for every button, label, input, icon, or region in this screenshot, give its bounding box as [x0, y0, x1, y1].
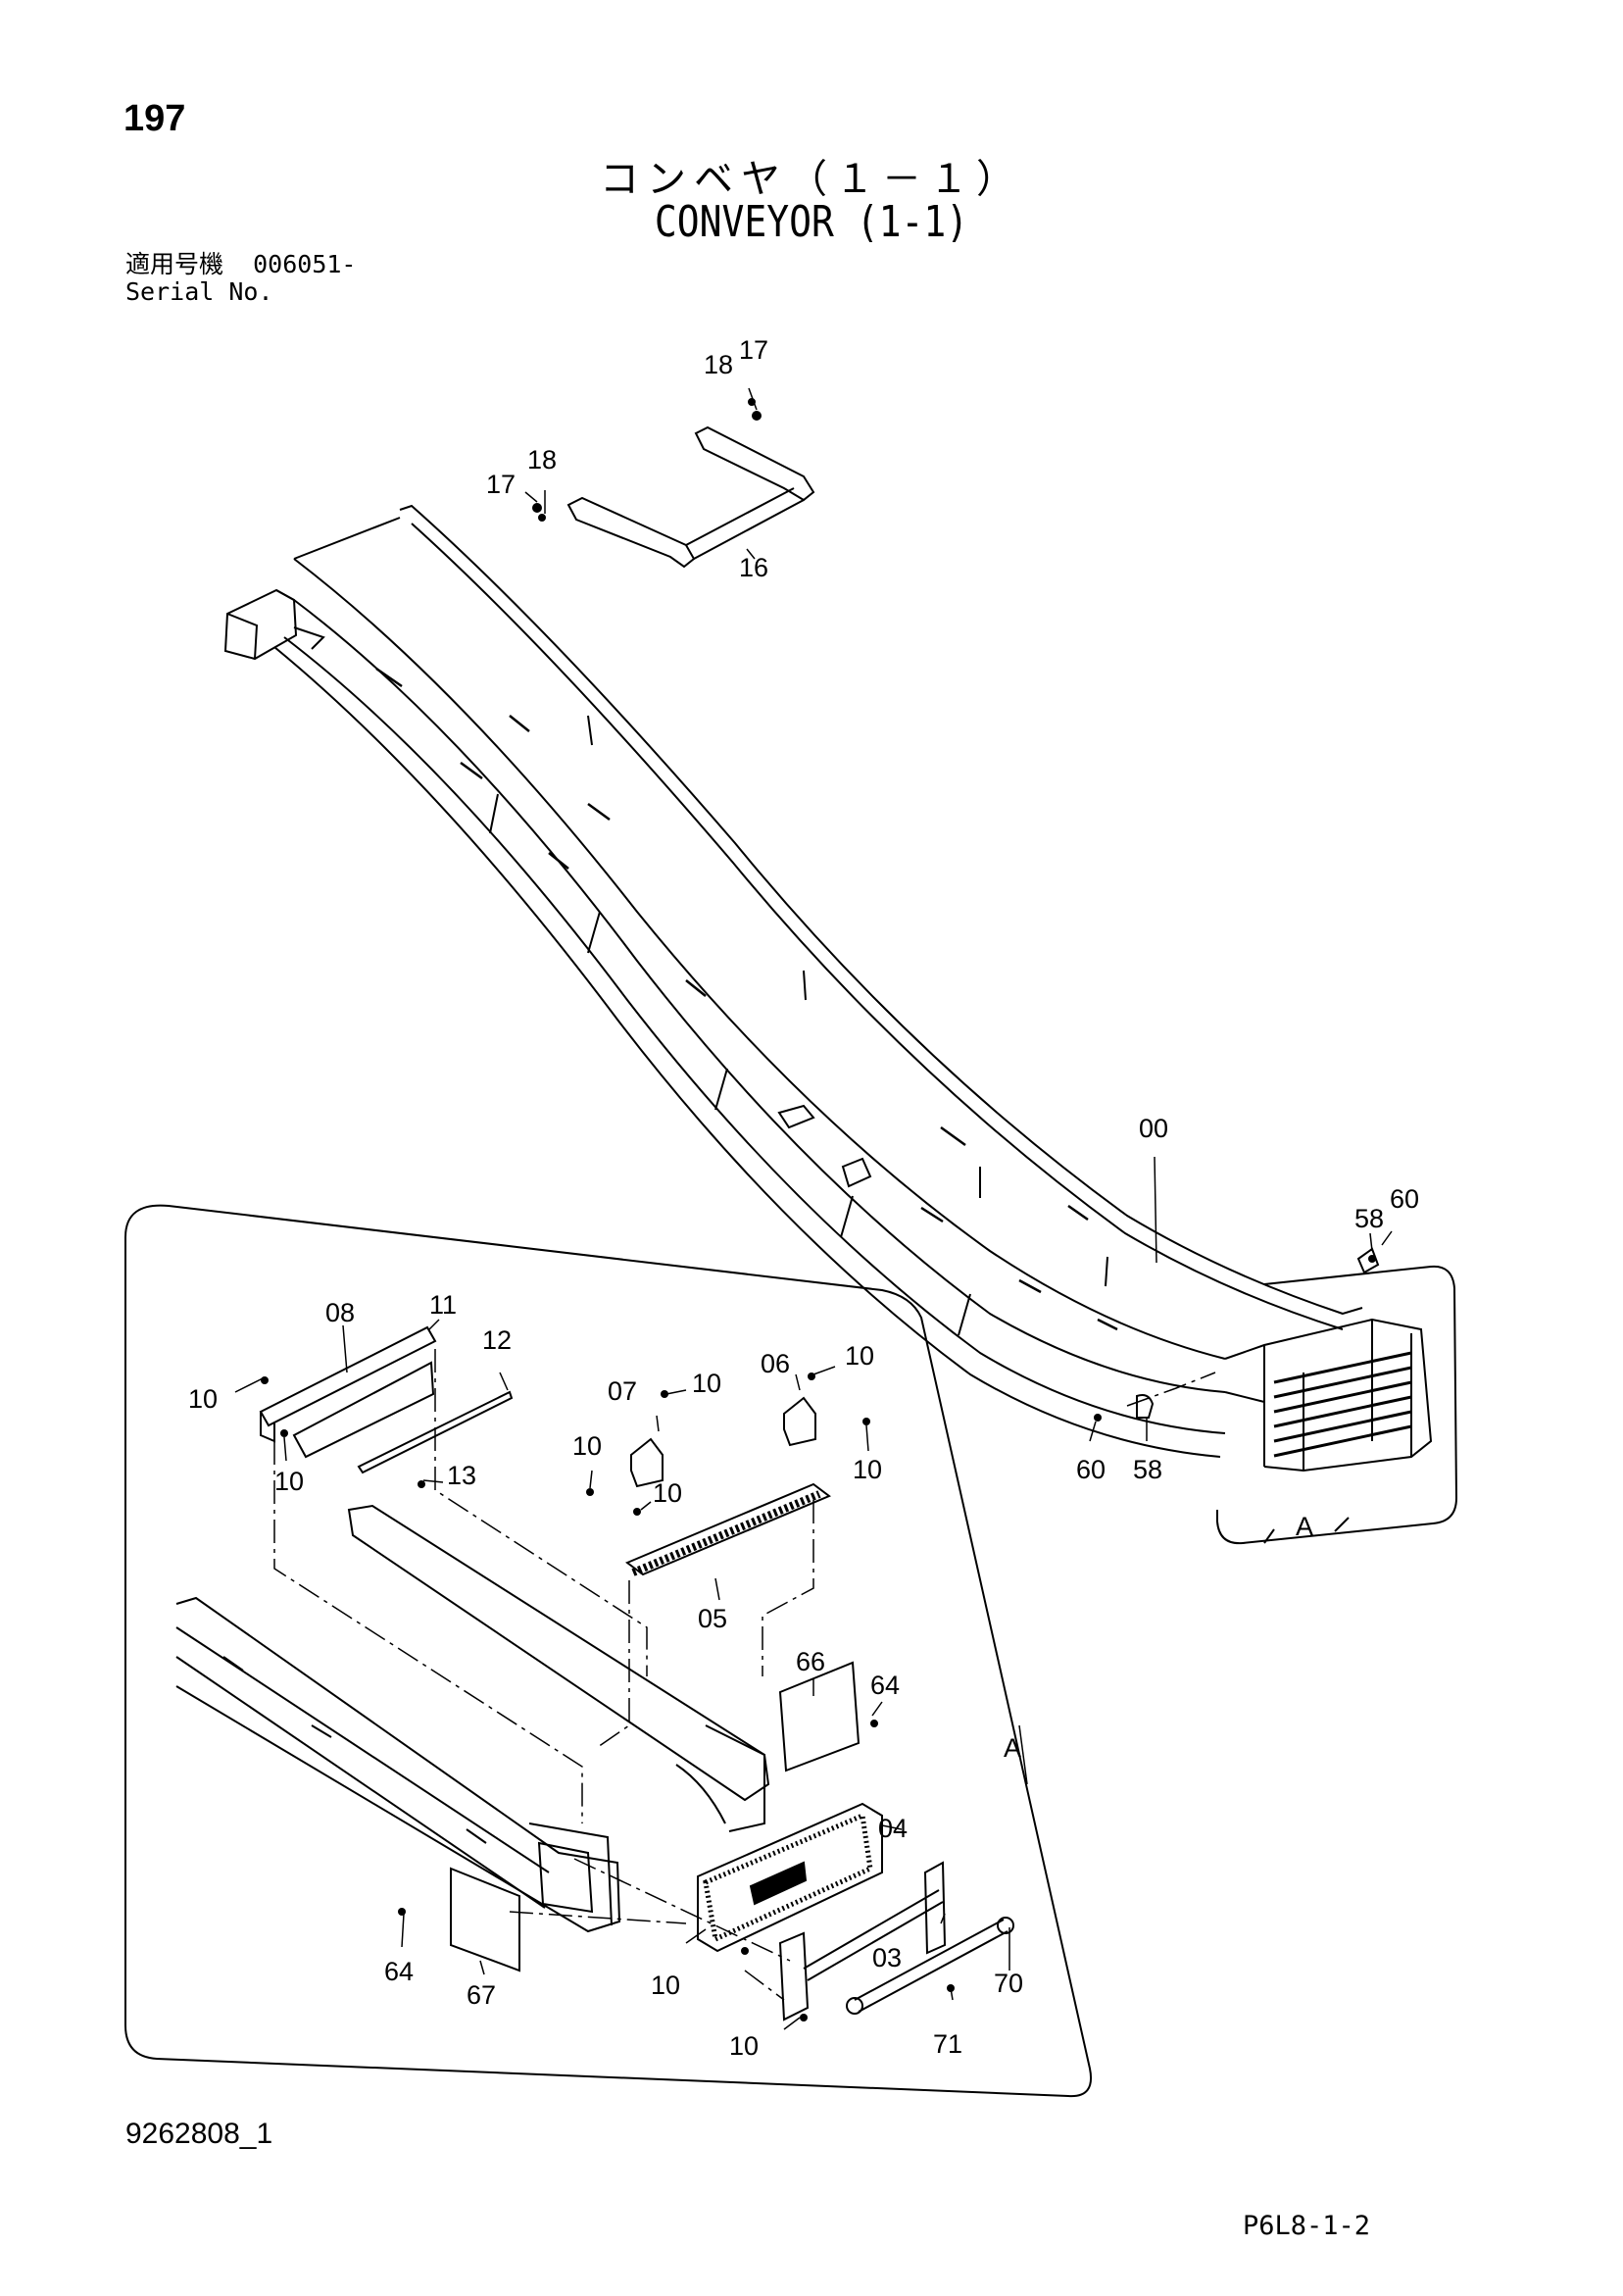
callout-16: 16: [739, 553, 768, 582]
serial-block: 適用号機 006051- Serial No.: [125, 251, 356, 306]
callout-11: 11: [429, 1290, 457, 1320]
callout-detail-a: A: [1296, 1512, 1313, 1541]
serial-label-jp: 適用号機: [125, 250, 224, 278]
callout-58: 58: [1133, 1455, 1162, 1484]
callout-70: 70: [994, 1969, 1023, 1998]
detail-a-bubble: [1216, 1265, 1458, 1545]
conveyor-frame: [223, 504, 1433, 1472]
callout-71: 71: [933, 2029, 962, 2059]
callout-58: 58: [1354, 1204, 1384, 1233]
page-code: P6L8-1-2: [1243, 2211, 1371, 2241]
callout-18: 18: [704, 350, 733, 379]
callout-17: 17: [739, 335, 768, 365]
callout-08: 08: [325, 1298, 355, 1327]
serial-label-en: Serial No.: [125, 277, 273, 306]
callout-67: 67: [467, 1980, 496, 2010]
callout-60: 60: [1076, 1455, 1106, 1484]
callout-07: 07: [608, 1376, 637, 1406]
callout-06: 06: [761, 1349, 790, 1378]
serial-value: 006051-: [253, 250, 357, 278]
callout-10: 10: [274, 1467, 304, 1496]
detail-a-outline: [124, 1204, 1092, 2098]
callout-05: 05: [698, 1604, 727, 1633]
detail-parts: [175, 1247, 1380, 2021]
callout-10: 10: [572, 1431, 602, 1461]
callout-64: 64: [384, 1957, 414, 1986]
callout-17: 17: [486, 470, 516, 499]
callout-03: 03: [872, 1943, 902, 1972]
callout-04: 04: [878, 1814, 908, 1843]
callout-00: 00: [1139, 1114, 1168, 1143]
callout-64: 64: [870, 1671, 900, 1700]
callout-13: 13: [447, 1461, 476, 1490]
callout-12: 12: [482, 1325, 512, 1355]
callout-detail-a: A: [1004, 1733, 1021, 1763]
callout-18: 18: [527, 445, 557, 474]
callout-10: 10: [692, 1369, 721, 1398]
title-japanese: コンベヤ（１－１）: [600, 157, 1023, 202]
callout-10: 10: [651, 1971, 680, 2000]
callout-10: 10: [729, 2031, 759, 2061]
callout-labels: 18 17 17 18 16 00 58 60 60 58 A 08 11 12…: [188, 335, 1419, 2061]
callout-10: 10: [188, 1384, 218, 1414]
top-brackets: [532, 398, 815, 569]
callout-10: 10: [845, 1341, 874, 1371]
leader-lines: [234, 387, 1393, 2030]
drawing-number: 9262808_1: [125, 2118, 273, 2150]
callout-10: 10: [853, 1455, 882, 1484]
callout-60: 60: [1390, 1184, 1419, 1214]
page-number: 197: [123, 98, 186, 139]
callout-66: 66: [796, 1647, 825, 1676]
title-english: CONVEYOR (1-1): [654, 196, 969, 247]
callout-10: 10: [653, 1478, 682, 1508]
